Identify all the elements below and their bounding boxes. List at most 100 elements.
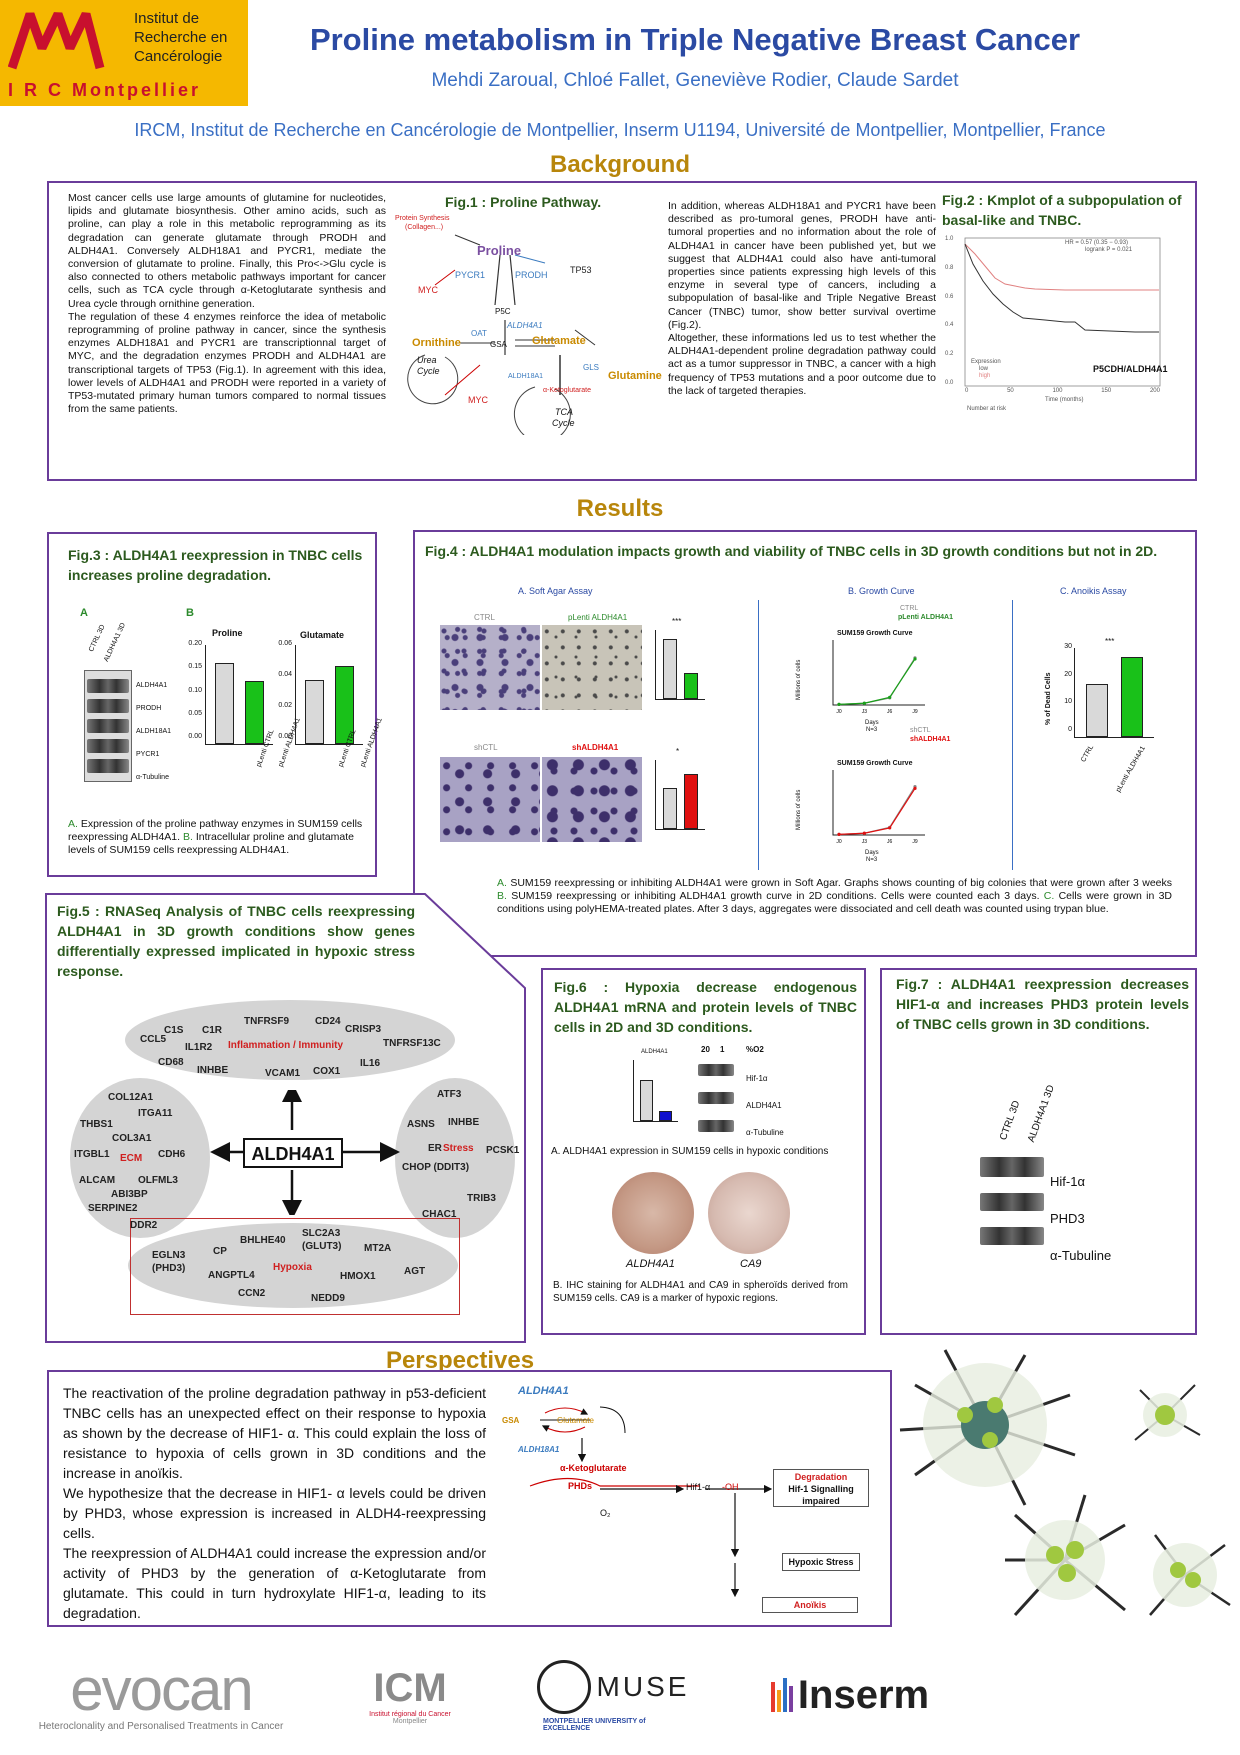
fig2-ytick: 0.0 <box>945 379 954 386</box>
series-point <box>862 831 866 835</box>
x-tick-label: J9 <box>912 839 918 845</box>
fig5-ellipse-hypoxia <box>128 1223 458 1308</box>
blot-label: α-Tubuline <box>1050 1248 1112 1263</box>
scheme-hypoxic-box: Hypoxic Stress <box>782 1553 860 1571</box>
scheme-gsa: GSA <box>502 1416 520 1425</box>
fig4-legend-b: B. <box>497 890 507 903</box>
fig4-gc1-n: N=3 <box>866 727 878 733</box>
bar-mark <box>334 666 355 744</box>
fig3-proline-chart <box>205 645 273 745</box>
fig6-o2-20: 20 <box>701 1045 710 1054</box>
fig3-glutamate-yticks: 0.06 0.04 0.02 0.00 <box>270 640 292 740</box>
icm-logo-subtitle: Institut régional du Cancer <box>369 1710 451 1718</box>
blot-label: Hif-1α <box>1050 1174 1085 1189</box>
scheme-aldh18a1: ALDH18A1 <box>518 1445 560 1454</box>
blot-label: α-Tubuline <box>746 1128 784 1137</box>
perspectives-scheme: ALDH4A1 GSA Glutamate ALDH18A1 α-Ketoglu… <box>500 1383 880 1623</box>
fig1-label-aldh18a1: ALDH18A1 <box>508 373 544 380</box>
fig4-gc1-ylabel: Millions of cells <box>796 659 802 700</box>
gene-label: CD68 <box>158 1057 184 1068</box>
fig4-label-shaldh: shALDH4A1 <box>572 743 619 752</box>
series-point <box>888 826 892 830</box>
ytick: 0.05 <box>188 709 202 717</box>
fig4-label-shctl: shCTL <box>474 743 498 752</box>
fig2-xtick: 50 <box>1007 388 1014 394</box>
blot-band <box>87 679 129 693</box>
fig1-label-proline: Proline <box>477 243 522 258</box>
fig5-ellipse-ecm <box>70 1078 210 1238</box>
gene-label: CHOP (DDIT3) <box>402 1162 470 1173</box>
blot-band <box>698 1092 734 1104</box>
fig4-anoikis-sig: *** <box>1105 637 1115 646</box>
fig1-label-ornithine: Ornithine <box>412 337 461 349</box>
fig6-legend-a: A. ALDH4A1 expression in SUM159 cells in… <box>551 1146 829 1157</box>
fig2-ytick: 0.2 <box>945 351 954 358</box>
fig6-western-blot <box>698 1058 734 1138</box>
fig5-hypoxia-label: Hypoxia <box>273 1262 312 1273</box>
scheme-impaired: impaired <box>802 1496 840 1506</box>
fig4-gc-legend-ctrl: CTRL <box>900 605 919 612</box>
gene-label: CCL5 <box>140 1034 167 1045</box>
x-tick-label: J6 <box>887 709 893 715</box>
fig4-softagar-chart-2 <box>655 760 705 830</box>
gene-label: CD24 <box>315 1016 341 1027</box>
x-tick-label: J3 <box>862 709 868 715</box>
blot-band <box>980 1157 1044 1177</box>
fig4-panel <box>413 530 1197 957</box>
bar-mark <box>1120 656 1144 737</box>
ihc-image-aldh4a1 <box>612 1172 694 1254</box>
background-p4: Altogether, these informations led us to… <box>668 332 936 397</box>
fig5-ellipse-er <box>395 1078 515 1238</box>
fig4-legend-c: C. <box>1043 890 1055 903</box>
icm-logo: ICM Institut régional du Cancer Montpell… <box>345 1650 475 1740</box>
blot-band <box>87 699 129 713</box>
ytick: 20 <box>1064 670 1072 678</box>
blot-band <box>87 759 129 773</box>
fig1-label-oat: OAT <box>471 329 487 338</box>
gene-label: SERPINE2 <box>88 1203 138 1214</box>
fig3-legend-b: B. <box>182 831 193 844</box>
fig4-gc1-title: SUM159 Growth Curve <box>837 630 913 637</box>
fig1-label-pycr1: PYCR1 <box>455 270 486 280</box>
fig4-legend-a: A. <box>497 877 507 889</box>
fig7-title: Fig.7 : ALDH4A1 reexpression decreases H… <box>896 976 1189 1032</box>
inserm-bars-icon <box>770 1678 793 1712</box>
background-p3: In addition, whereas ALDH18A1 and PYCR1 … <box>668 200 936 331</box>
ytick: 30 <box>1064 643 1072 650</box>
fig5-ellipse-inflammation <box>125 1000 455 1080</box>
blot-label: PRODH <box>136 705 162 712</box>
ytick: 10 <box>1064 698 1072 706</box>
fig3-panel-b-letter: B <box>186 607 194 619</box>
fig6-legend-b: B. IHC staining for ALDH4A1 and CA9 in s… <box>553 1280 848 1305</box>
scheme-glutamate: Glutamate <box>557 1416 594 1425</box>
fig2-gene-label: P5CDH/ALDH4A1 <box>1093 364 1168 374</box>
fig4-legend-b-text: SUM159 reexpressing or inhibiting ALDH4A… <box>511 890 1040 903</box>
fig6-o2-unit: %O2 <box>746 1045 764 1054</box>
inserm-logo: Inserm <box>765 1650 935 1740</box>
fig2-legend-title: Expression <box>971 359 1001 365</box>
bar-mark <box>244 680 265 744</box>
blot-label: α-Tubuline <box>136 774 169 781</box>
fig1-label-glutamine: Glutamine <box>608 370 662 382</box>
gene-label: ANGPTL4 <box>208 1270 255 1281</box>
scheme-oh: -OH <box>722 1482 739 1492</box>
icm-logo-text: ICM <box>373 1665 447 1710</box>
bar-mark <box>659 1110 673 1121</box>
x-tick-label: J3 <box>862 839 868 845</box>
soft-agar-image-plenti <box>542 625 642 710</box>
fig1-diagram: Protein Synthesis (Collagen...) Proline … <box>395 215 665 435</box>
gene-label: COX1 <box>313 1066 341 1077</box>
logo-text-1: Institut de <box>134 10 200 27</box>
fig2-legend-high: high <box>979 373 991 379</box>
series-point <box>888 695 892 699</box>
fig4-gc2-legend-shctl: shCTL <box>910 727 931 734</box>
fig6-title: Fig.6 : Hypoxia decrease endogenous ALDH… <box>554 979 857 1035</box>
blot-band <box>980 1227 1044 1245</box>
gene-label: ALCAM <box>79 1175 116 1186</box>
fig5-title: Fig.5 : RNASeq Analysis of TNBC cells re… <box>57 903 415 979</box>
ircm-logo: Institut de Recherche en Cancérologie I … <box>0 0 248 106</box>
fig3-blot-labels: ALDH4A1 PRODH ALDH18A1 PYCR1 α-Tubuline <box>136 674 171 789</box>
blot-label: PHD3 <box>1050 1211 1085 1226</box>
fig1-label-tp53: TP53 <box>570 265 592 275</box>
gene-label: COL12A1 <box>108 1092 154 1103</box>
